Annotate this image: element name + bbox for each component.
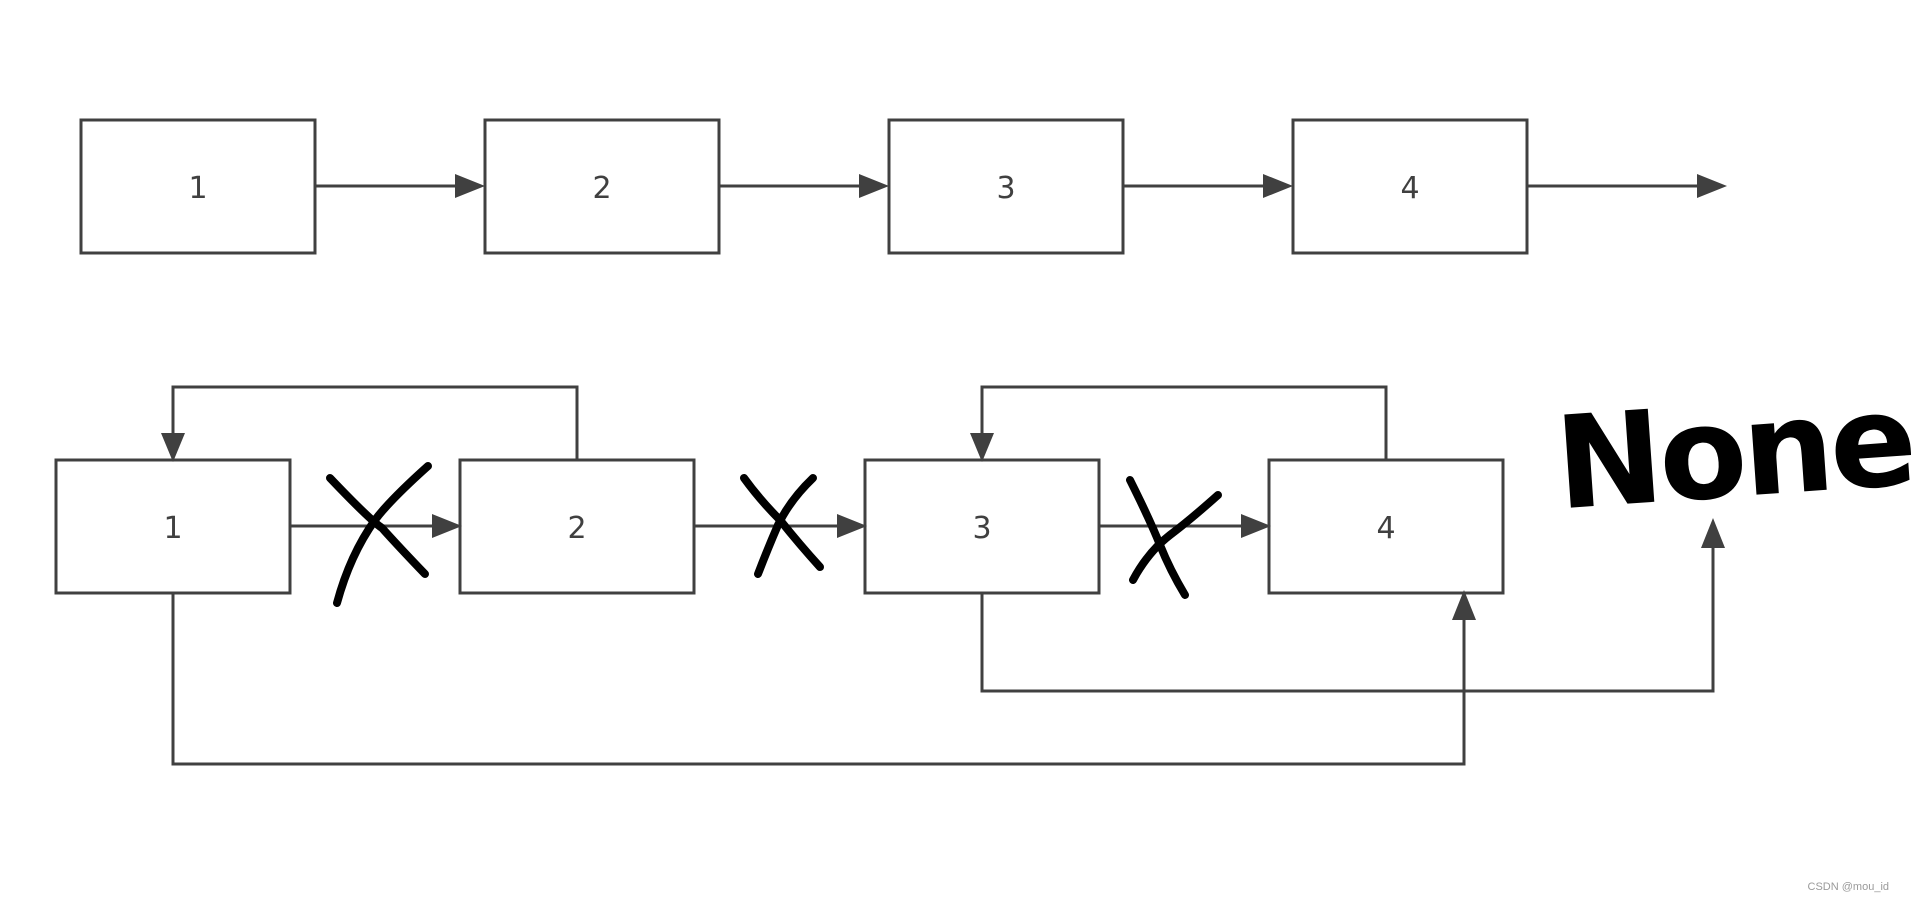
top-node-4: 4 [1291,118,1529,255]
watermark: CSDN @mou_id [1807,881,1889,893]
top-node-3: 3 [887,118,1125,255]
cross-mark-3 [1126,476,1222,599]
bottom-node-1-label: 1 [163,511,182,546]
top-arrow-2-to-3 [719,174,889,198]
bottom-arrow-4-to-3 [970,385,1388,462]
top-node-2-box [483,118,721,255]
top-node-2: 2 [483,118,721,255]
top-node-1-box [79,118,317,255]
bottom-node-4-box [1267,458,1505,595]
bottom-node-4: 4 [1267,458,1505,595]
top-arrow-3-to-4 [1123,174,1293,198]
top-node-3-label: 3 [996,171,1015,206]
cross-mark-1 [326,462,432,607]
bottom-arrow-3-to-none [980,518,1725,693]
bottom-arrow-1-to-4 [171,590,1476,766]
bottom-node-3: 3 [863,458,1101,595]
top-arrow-4-to-end [1527,174,1727,198]
top-node-1-label: 1 [188,171,207,206]
bottom-arrow-2-to-1 [161,385,579,462]
top-linked-list: 1 2 3 4 [79,118,1727,255]
bottom-arrow-1-to-2 [290,514,462,538]
top-node-1: 1 [79,118,317,255]
bottom-node-1: 1 [54,458,292,595]
none-handwritten-label: None [1551,366,1911,540]
bottom-arrow-2-to-3 [694,514,867,538]
bottom-node-1-box [54,458,292,595]
bottom-linked-list: 1 2 3 4 [54,366,1911,766]
top-node-3-box [887,118,1125,255]
top-arrow-1-to-2 [315,174,485,198]
top-node-2-label: 2 [592,171,611,206]
bottom-node-2-label: 2 [567,511,586,546]
bottom-node-4-label: 4 [1376,511,1395,546]
cross-mark-2 [740,474,824,578]
bottom-node-2: 2 [458,458,696,595]
bottom-arrow-3-to-4 [1099,514,1271,538]
bottom-node-3-label: 3 [972,511,991,546]
top-node-4-label: 4 [1400,171,1419,206]
